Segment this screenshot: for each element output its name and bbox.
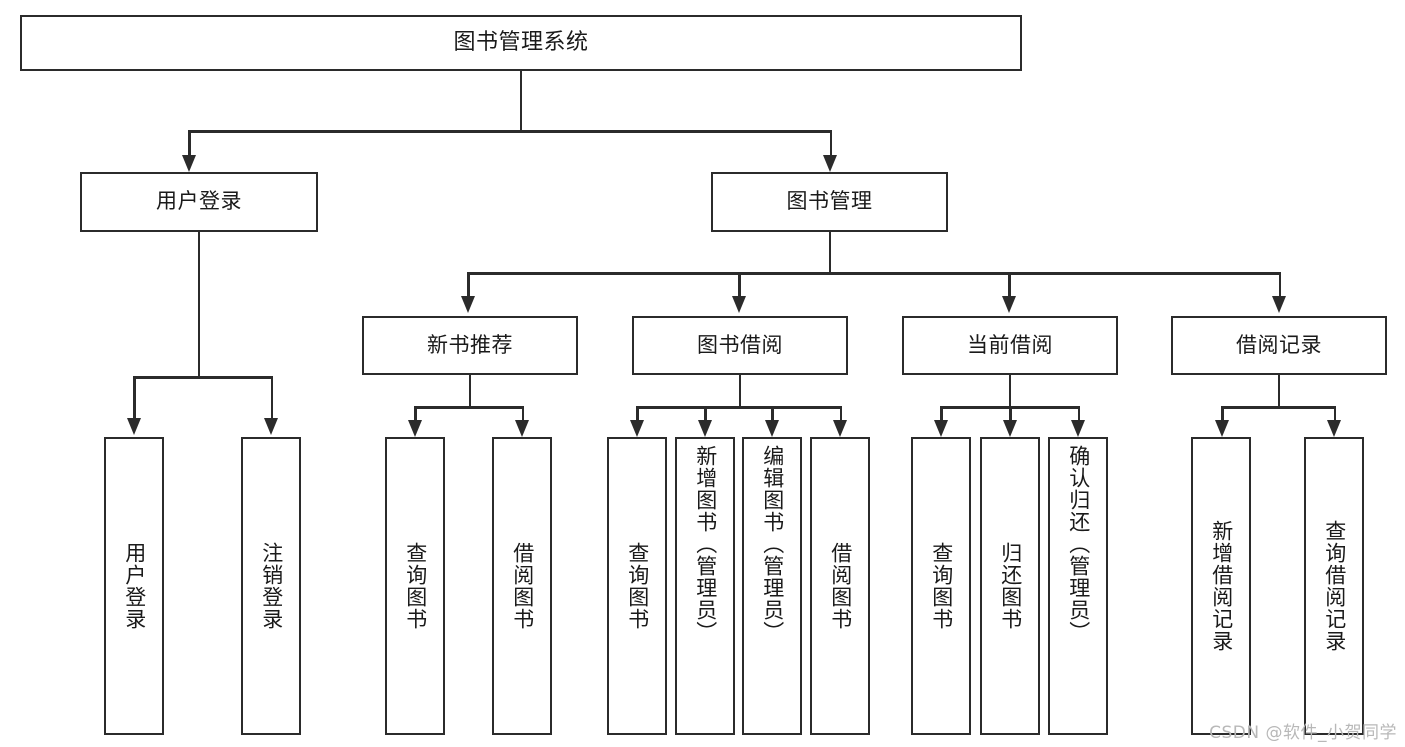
arrow-current-leaf-3 [1071,420,1086,437]
leaf-record-query-record[interactable]: 查询借阅记录 [1304,437,1364,735]
leaf-label: 借阅图书 [828,542,853,630]
edge-book-mgmt-drop-4 [1278,272,1281,298]
edge-current-stem [1008,375,1012,408]
node-label: 新书推荐 [427,332,513,357]
watermark: CSDN @软件_小贺同学 [1209,723,1397,743]
arrow-borrow-leaf-1 [629,420,644,437]
leaf-recommend-borrow-book[interactable]: 借阅图书 [492,437,552,735]
node-current-borrow[interactable]: 当前借阅 [902,316,1118,375]
leaf-label: 注销登录 [259,542,284,630]
leaf-label: 新增借阅记录 [1209,520,1234,652]
edge-current-drop-1 [940,406,943,422]
node-borrow-record[interactable]: 借阅记录 [1171,316,1387,375]
edge-borrow-stem [738,375,742,408]
leaf-label: 编辑图书（管理员） [760,445,785,643]
edge-record-drop-1 [1221,406,1224,422]
edge-recommend-bus [414,406,524,409]
node-label: 借阅记录 [1236,332,1322,357]
arrow-to-user-login [181,155,196,172]
arrow-current-leaf-2 [1002,420,1017,437]
edge-borrow-drop-2 [704,406,707,422]
leaf-label: 查询图书 [403,542,428,630]
edge-root-stem [519,71,522,132]
leaf-borrow-query-book[interactable]: 查询图书 [607,437,667,735]
edge-book-mgmt-drop-3 [1008,272,1011,298]
edge-user-login-bus [133,376,273,379]
arrow-borrow-leaf-2 [697,420,712,437]
edge-book-mgmt-bus [467,272,1281,275]
leaf-record-add-record[interactable]: 新增借阅记录 [1191,437,1251,735]
edge-record-drop-2 [1333,406,1336,422]
arrow-to-new-book-recommend [460,296,475,313]
leaf-label: 查询图书 [929,542,954,630]
arrow-to-current-borrow [1001,296,1016,313]
node-new-book-recommend[interactable]: 新书推荐 [362,316,578,375]
edge-borrow-bus [636,406,842,409]
leaf-recommend-query-book[interactable]: 查询图书 [385,437,445,735]
leaf-label: 新增图书（管理员） [693,445,718,643]
node-book-borrow[interactable]: 图书借阅 [632,316,848,375]
node-book-management[interactable]: 图书管理 [711,172,948,232]
node-label: 图书管理 [786,189,873,214]
edge-root-to-book-mgmt [829,130,832,158]
node-label: 用户登录 [156,189,242,214]
arrow-to-book-borrow [731,296,746,313]
edge-current-drop-3 [1077,406,1080,422]
edge-book-mgmt-stem [828,232,831,274]
arrow-borrow-leaf-3 [764,420,779,437]
arrow-user-login-leaf-1 [126,418,141,435]
leaf-label: 查询图书 [625,542,650,630]
arrow-record-leaf-2 [1327,420,1342,437]
arrow-recommend-leaf-1 [407,420,422,437]
arrow-record-leaf-1 [1214,420,1229,437]
edge-book-mgmt-drop-1 [467,272,470,298]
leaf-label: 归还图书 [998,542,1023,630]
edge-user-login-stem [197,232,201,378]
leaf-label: 确认归还（管理员） [1066,445,1091,643]
edge-recommend-drop-2 [521,406,524,422]
edge-record-stem [1277,375,1281,408]
leaf-current-confirm-return-admin[interactable]: 确认归还（管理员） [1048,437,1108,735]
leaf-borrow-borrow-book[interactable]: 借阅图书 [810,437,870,735]
leaf-label: 用户登录 [122,542,147,630]
leaf-current-query-book[interactable]: 查询图书 [911,437,971,735]
edge-borrow-drop-1 [636,406,639,422]
arrow-user-login-leaf-2 [264,418,279,435]
node-label: 当前借阅 [967,332,1053,357]
leaf-label: 查询借阅记录 [1322,520,1347,652]
arrow-borrow-leaf-4 [833,420,848,437]
edge-user-login-drop-1 [133,376,136,420]
arrow-to-book-mgmt [823,155,838,172]
node-label: 图书借阅 [697,332,783,357]
edge-current-drop-2 [1009,406,1012,422]
edge-recommend-drop-1 [414,406,417,422]
edge-root-to-user-login [188,130,191,158]
leaf-borrow-edit-book-admin[interactable]: 编辑图书（管理员） [742,437,802,735]
edge-record-bus [1221,406,1336,409]
leaf-user-login-logout[interactable]: 注销登录 [241,437,301,735]
edge-borrow-drop-3 [771,406,774,422]
leaf-label: 借阅图书 [510,542,535,630]
leaf-current-return-book[interactable]: 归还图书 [980,437,1040,735]
leaf-user-login-login[interactable]: 用户登录 [104,437,164,735]
arrow-to-borrow-record [1272,296,1287,313]
node-user-login[interactable]: 用户登录 [80,172,318,232]
arrow-recommend-leaf-2 [515,420,530,437]
node-label: 图书管理系统 [453,29,589,55]
edge-borrow-drop-4 [839,406,842,422]
arrow-current-leaf-1 [933,420,948,437]
edge-book-mgmt-drop-2 [738,272,741,298]
leaf-borrow-add-book-admin[interactable]: 新增图书（管理员） [675,437,735,735]
edge-recommend-stem [468,375,472,408]
edge-user-login-drop-2 [270,376,273,420]
edge-root-bus [188,130,832,133]
node-root-system[interactable]: 图书管理系统 [20,15,1022,71]
